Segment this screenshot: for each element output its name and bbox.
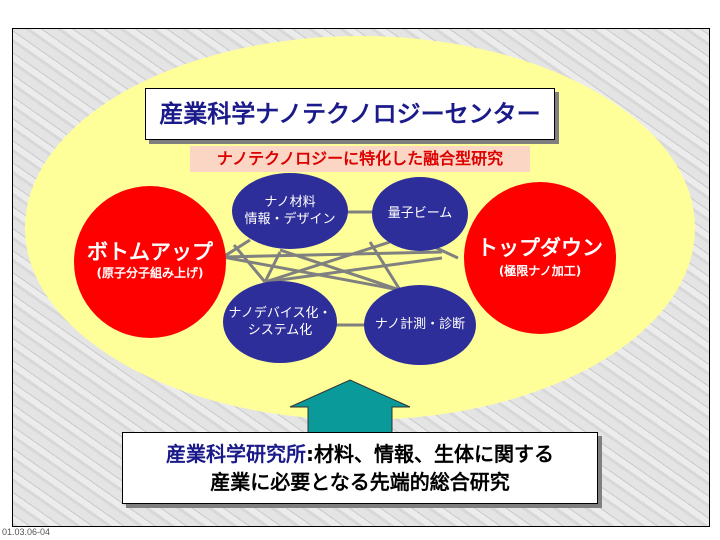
connection-line: [232, 244, 267, 283]
page-title: 産業科学ナノテクノロジーセンター: [145, 88, 555, 140]
summary-line-1: 産業科学研究所:材料、情報、生体に関する: [123, 440, 597, 468]
node-nano-measurement: [364, 285, 476, 365]
connection-lines: [222, 210, 459, 327]
connection-line: [263, 251, 282, 283]
institute-name: 産業科学研究所: [166, 442, 306, 466]
summary-line-2: 産業に必要となる先端的総合研究: [210, 470, 510, 494]
connection-line: [279, 248, 401, 292]
node-quantum-beam: [372, 177, 468, 251]
top-down-sub: (極限ナノ加工): [498, 264, 582, 278]
node-label: ナノ材料情報・デザイン: [232, 194, 348, 228]
node-line: 情報・デザイン: [244, 212, 336, 227]
bottom-up-circle: [74, 186, 226, 338]
connection-line: [264, 256, 443, 284]
top-down-title: トップダウン: [477, 236, 603, 260]
subtitle: ナノテクノロジーに特化した融合型研究: [190, 146, 530, 172]
summary-box: 産業科学研究所:材料、情報、生体に関する 産業に必要となる先端的総合研究: [122, 432, 598, 504]
connection-line: [264, 240, 391, 284]
connection-line: [222, 255, 401, 292]
node-line: ナノ材料: [264, 195, 316, 210]
node-nano-materials: [232, 173, 348, 249]
connection-line: [368, 241, 402, 291]
node-line: システム化: [247, 323, 313, 338]
node-line: ナノデバイス化・: [228, 306, 332, 321]
bottom-up-sub: (原子分子組み上げ): [96, 266, 204, 280]
node-label: 量子ビーム: [387, 206, 453, 221]
node-label: ナノ計測・診断: [374, 317, 466, 332]
connection-line: [222, 250, 443, 259]
summary-text: :材料、情報、生体に関する: [306, 442, 554, 466]
node-label: ナノデバイス化・システム化: [222, 305, 338, 339]
bottom-up-title: ボトムアップ: [87, 240, 213, 264]
top-down-circle: [464, 182, 616, 334]
node-nano-device: [223, 281, 337, 363]
slide-number: 01.03.06-04: [2, 527, 51, 537]
